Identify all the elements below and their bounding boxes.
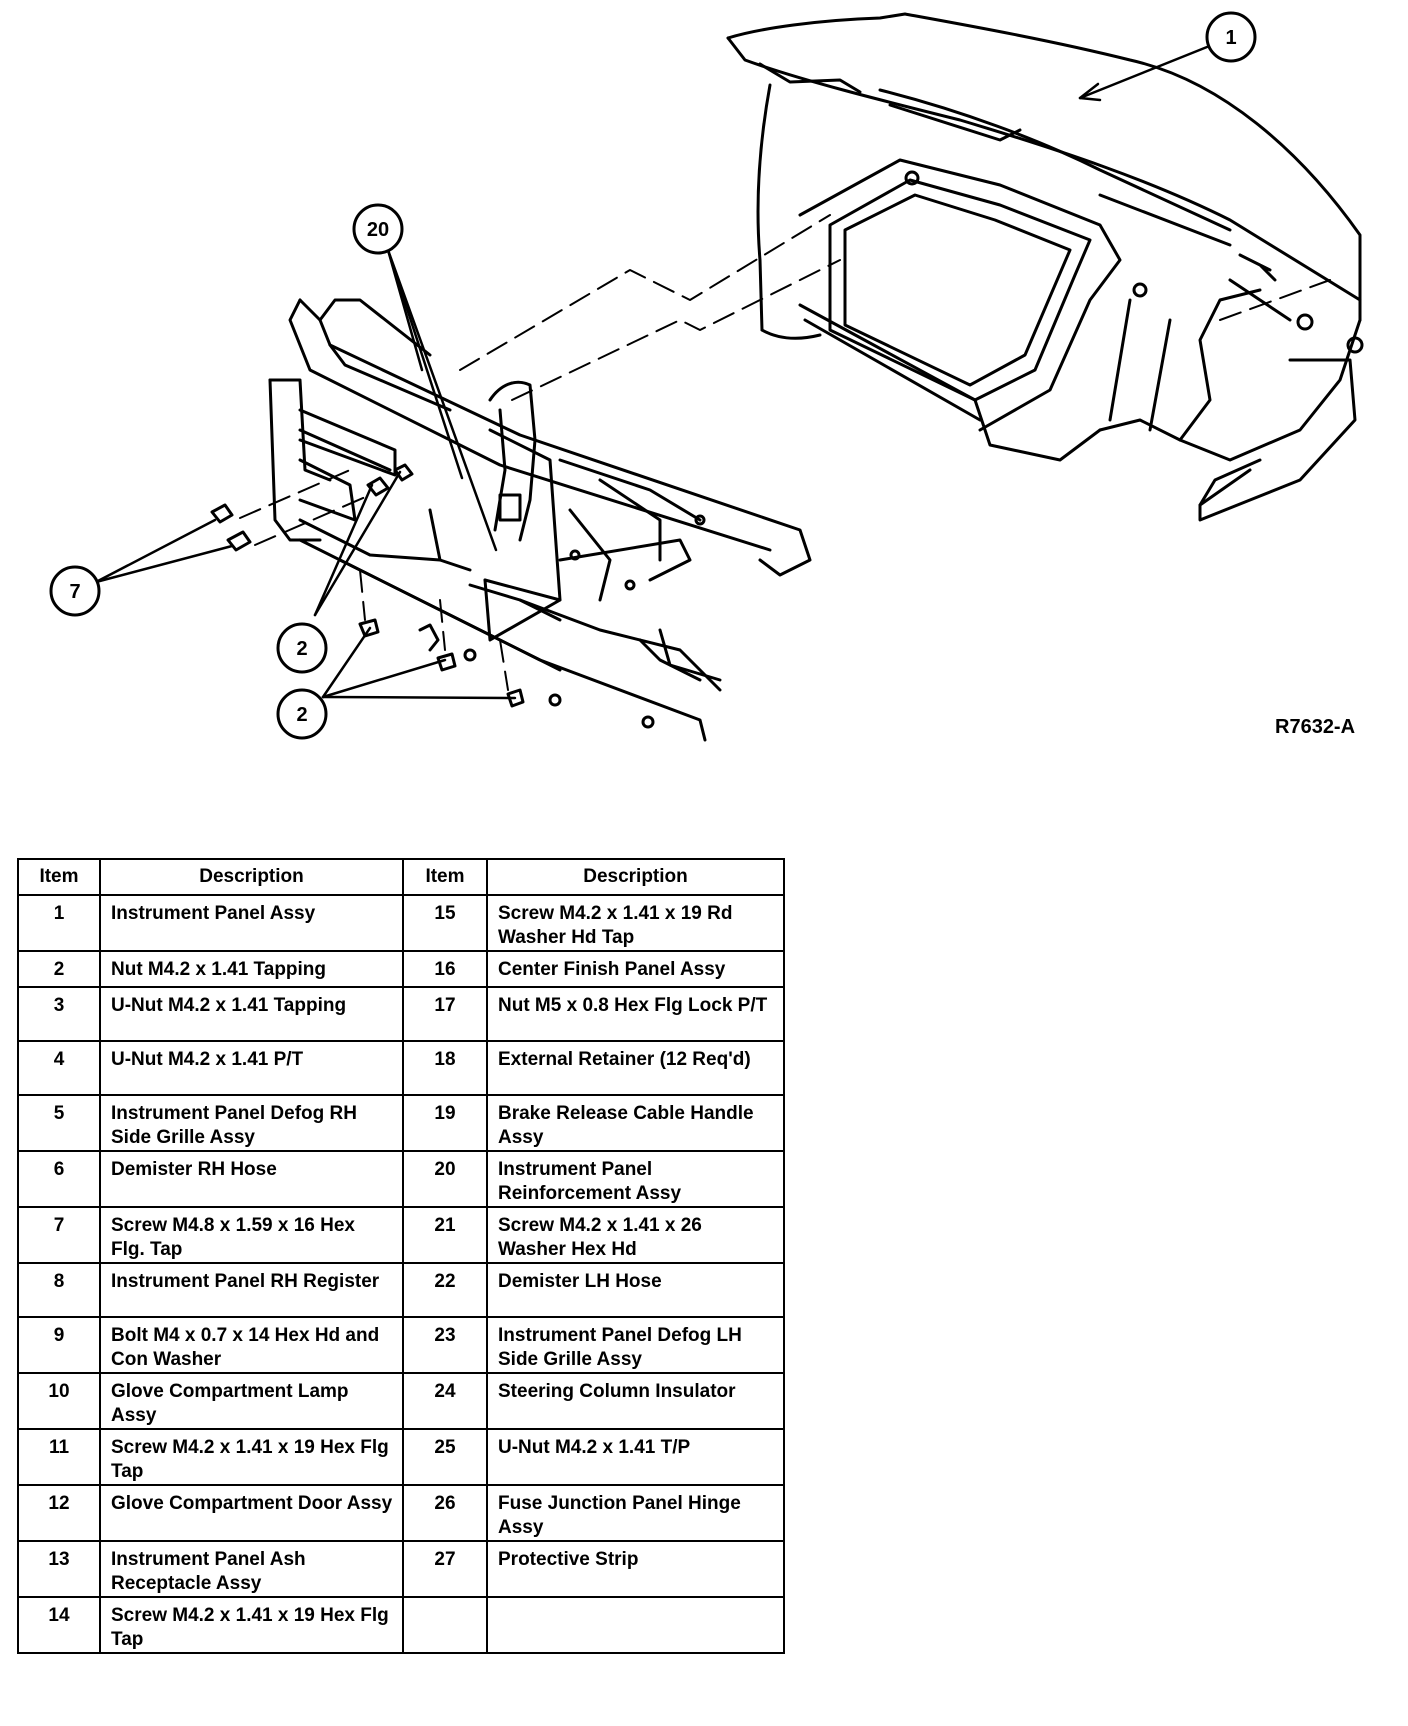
item-description: External Retainer (12 Req'd) [486, 1040, 785, 1096]
item-number: 23 [402, 1316, 488, 1374]
header-item: Item [17, 858, 101, 896]
item-description: Screw M4.2 x 1.41 x 19 Rd Washer Hd Tap [486, 894, 785, 952]
item-number: 21 [402, 1206, 488, 1264]
item-description: U-Nut M4.2 x 1.41 Tapping [99, 986, 404, 1042]
callout-7: 7 [49, 565, 101, 617]
callout-2-lower-label: 2 [296, 704, 307, 726]
item-number: 5 [17, 1094, 101, 1152]
table-row: 4 U-Nut M4.2 x 1.41 P/T 18 External Reta… [17, 1040, 785, 1096]
item-description: Demister RH Hose [99, 1150, 404, 1208]
item-number: 19 [402, 1094, 488, 1152]
callout-2-lower: 2 [276, 688, 328, 740]
table-row: 1 Instrument Panel Assy 15 Screw M4.2 x … [17, 894, 785, 952]
item-number: 8 [17, 1262, 101, 1318]
item-number: 20 [402, 1150, 488, 1208]
item-number: 9 [17, 1316, 101, 1374]
table-row: 10 Glove Compartment Lamp Assy 24 Steeri… [17, 1372, 785, 1430]
table-row: 12 Glove Compartment Door Assy 26 Fuse J… [17, 1484, 785, 1542]
table-row: 3 U-Nut M4.2 x 1.41 Tapping 17 Nut M5 x … [17, 986, 785, 1042]
item-number: 17 [402, 986, 488, 1042]
alignment-lines [239, 214, 1331, 691]
item-number: 12 [17, 1484, 101, 1542]
item-description: Nut M4.2 x 1.41 Tapping [99, 950, 404, 988]
item-number: 6 [17, 1150, 101, 1208]
callout-20-label: 20 [367, 219, 389, 241]
item-description: Instrument Panel Defog LH Side Grille As… [486, 1316, 785, 1374]
table-row: 6 Demister RH Hose 20 Instrument Panel R… [17, 1150, 785, 1208]
item-description: Bolt M4 x 0.7 x 14 Hex Hd and Con Washer [99, 1316, 404, 1374]
callout-2-upper: 2 [276, 622, 328, 674]
item-description: Protective Strip [486, 1540, 785, 1598]
fasteners-drawing [210, 463, 525, 708]
header-description: Description [99, 858, 404, 896]
item-description: Center Finish Panel Assy [486, 950, 785, 988]
callout-1: 1 [1205, 11, 1257, 63]
item-number: 10 [17, 1372, 101, 1430]
item-description: Glove Compartment Door Assy [99, 1484, 404, 1542]
item-description: Instrument Panel Defog RH Side Grille As… [99, 1094, 404, 1152]
callout-20: 20 [352, 203, 404, 255]
item-number: 3 [17, 986, 101, 1042]
leader-lines [94, 45, 1209, 700]
item-number: 15 [402, 894, 488, 952]
callout-7-label: 7 [69, 581, 80, 603]
item-number: 26 [402, 1484, 488, 1542]
exploded-view-illustration: 1 20 7 2 2 [49, 11, 1364, 742]
table-row: 14 Screw M4.2 x 1.41 x 19 Hex Flg Tap [17, 1596, 785, 1654]
item-description: Screw M4.2 x 1.41 x 19 Hex Flg Tap [99, 1428, 404, 1486]
item-description: Brake Release Cable Handle Assy [486, 1094, 785, 1152]
item-number: 11 [17, 1428, 101, 1486]
item-description: U-Nut M4.2 x 1.41 P/T [99, 1040, 404, 1096]
parts-table: Item Description Item Description 1 Inst… [17, 858, 785, 1654]
item-description: Screw M4.2 x 1.41 x 19 Hex Flg Tap [99, 1596, 404, 1654]
table-row: 11 Screw M4.2 x 1.41 x 19 Hex Flg Tap 25… [17, 1428, 785, 1486]
table-row: 13 Instrument Panel Ash Receptacle Assy … [17, 1540, 785, 1598]
item-description: U-Nut M4.2 x 1.41 T/P [486, 1428, 785, 1486]
item-description [486, 1596, 785, 1654]
callout-2-upper-label: 2 [296, 638, 307, 660]
item-description: Instrument Panel Ash Receptacle Assy [99, 1540, 404, 1598]
figure-id: R7632-A [1275, 716, 1356, 738]
item-number: 14 [17, 1596, 101, 1654]
item-description: Demister LH Hose [486, 1262, 785, 1318]
item-number: 1 [17, 894, 101, 952]
item-description: Instrument Panel Assy [99, 894, 404, 952]
header-item: Item [402, 858, 488, 896]
item-number: 13 [17, 1540, 101, 1598]
instrument-panel-drawing [726, 12, 1364, 522]
table-row: 7 Screw M4.8 x 1.59 x 16 Hex Flg. Tap 21… [17, 1206, 785, 1264]
item-number: 4 [17, 1040, 101, 1096]
item-description: Screw M4.8 x 1.59 x 16 Hex Flg. Tap [99, 1206, 404, 1264]
table-header-row: Item Description Item Description [17, 858, 785, 896]
item-number [402, 1596, 488, 1654]
item-number: 7 [17, 1206, 101, 1264]
item-number: 2 [17, 950, 101, 988]
table-row: 5 Instrument Panel Defog RH Side Grille … [17, 1094, 785, 1152]
item-description: Instrument Panel Reinforcement Assy [486, 1150, 785, 1208]
item-number: 24 [402, 1372, 488, 1430]
header-description: Description [486, 858, 785, 896]
item-number: 18 [402, 1040, 488, 1096]
table-row: 9 Bolt M4 x 0.7 x 14 Hex Hd and Con Wash… [17, 1316, 785, 1374]
item-number: 22 [402, 1262, 488, 1318]
item-description: Glove Compartment Lamp Assy [99, 1372, 404, 1430]
reinforcement-drawing [268, 298, 812, 742]
table-row: 2 Nut M4.2 x 1.41 Tapping 16 Center Fini… [17, 950, 785, 988]
item-description: Fuse Junction Panel Hinge Assy [486, 1484, 785, 1542]
item-description: Instrument Panel RH Register [99, 1262, 404, 1318]
item-number: 27 [402, 1540, 488, 1598]
item-description: Nut M5 x 0.8 Hex Flg Lock P/T [486, 986, 785, 1042]
item-number: 25 [402, 1428, 488, 1486]
item-description: Steering Column Insulator [486, 1372, 785, 1430]
item-description: Screw M4.2 x 1.41 x 26 Washer Hex Hd [486, 1206, 785, 1264]
callout-1-label: 1 [1225, 27, 1236, 49]
table-row: 8 Instrument Panel RH Register 22 Demist… [17, 1262, 785, 1318]
item-number: 16 [402, 950, 488, 988]
